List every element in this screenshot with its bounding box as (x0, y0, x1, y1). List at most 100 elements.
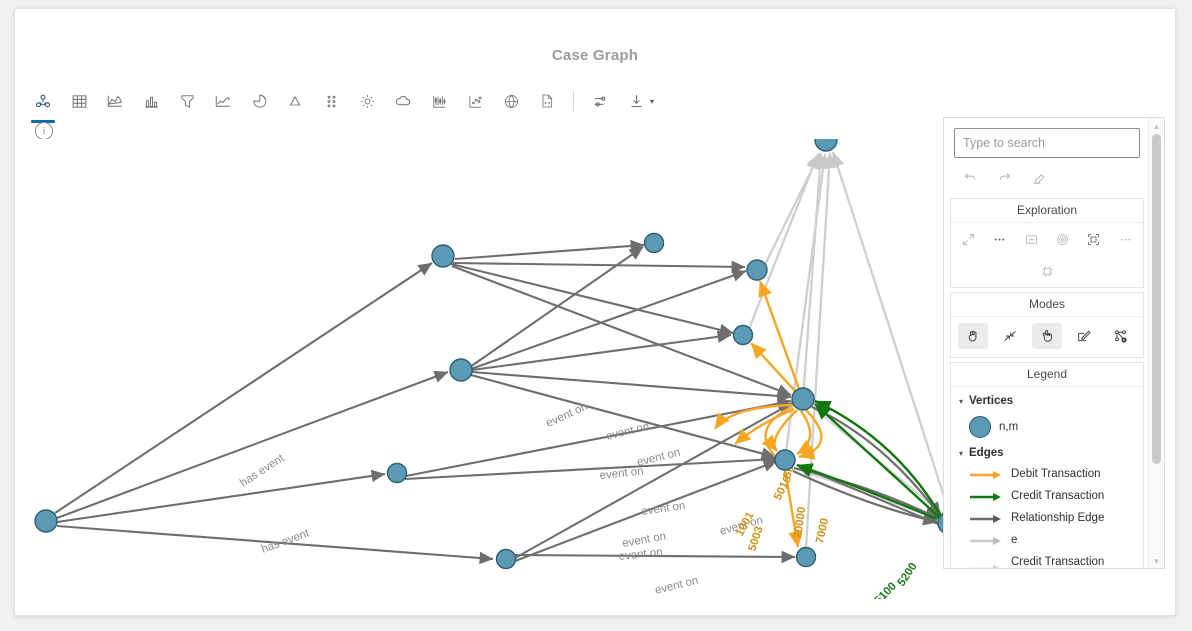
edge-group-credit (796, 399, 943, 521)
graph-node[interactable] (34, 509, 58, 533)
edge-label: event on (641, 500, 686, 518)
legend-item-credit-transaction[interactable]: Credit Transaction (951, 485, 1143, 507)
toolbar-table-view[interactable] (61, 84, 97, 118)
edge-group-event-on (404, 239, 796, 564)
graph-node[interactable] (643, 232, 665, 254)
toolbar-sun-view[interactable] (349, 84, 385, 118)
scroll-up-arrow-icon[interactable]: ▲ (1152, 122, 1161, 131)
eraser-button[interactable] (1026, 166, 1050, 188)
graph-canvas[interactable]: has event has event has event has event … (15, 139, 950, 599)
history-toolbar (944, 164, 1150, 194)
graph-node[interactable] (431, 244, 455, 268)
toolbar-cloud-view[interactable] (385, 84, 421, 118)
arrows-inward-icon[interactable] (995, 323, 1025, 349)
toolbar-funnel-view[interactable] (169, 84, 205, 118)
graph-node[interactable] (814, 139, 838, 152)
undo-button[interactable] (958, 166, 982, 188)
ellipsis-icon[interactable] (986, 227, 1014, 251)
edge-label: event on (599, 465, 644, 482)
side-panel-scrollbar[interactable]: ▲ ▼ (1148, 118, 1164, 568)
edge-color-swatch (969, 534, 1003, 546)
transaction-amount-label-group: 500 5010 1001 5003 20000 7000 500 (734, 458, 831, 553)
legend-item-label: Credit Transaction (Show/Hide) (1011, 556, 1105, 568)
legend-group-label: Edges (969, 447, 1004, 459)
layout-frame-icon[interactable] (1033, 259, 1061, 283)
graph-node[interactable] (795, 546, 817, 568)
legend-item-e-edge[interactable]: e (951, 529, 1143, 551)
pencil-square-icon[interactable] (1069, 323, 1099, 349)
legend-section: Legend ▾ Vertices n,m ▾ Edges (950, 362, 1144, 568)
scrollbar-thumb[interactable] (1152, 134, 1161, 464)
edge-n12-to-n11 (796, 464, 939, 525)
minus-box-icon[interactable] (1017, 227, 1045, 251)
legend-body: ▾ Vertices n,m ▾ Edges (951, 387, 1143, 568)
legend-item-vertex[interactable]: n,m (951, 411, 1143, 443)
toolbar-area-chart-view[interactable] (97, 84, 133, 118)
nested-square-icon[interactable] (1080, 227, 1108, 251)
application-window: Case Graph (14, 8, 1176, 616)
modes-title: Modes (951, 293, 1143, 317)
search-input[interactable] (954, 128, 1140, 158)
edge-color-swatch (969, 468, 1003, 480)
side-panel-content: Exploration (944, 118, 1150, 568)
edge-group-has-event (54, 262, 494, 565)
toolbar-globe-view[interactable] (493, 84, 529, 118)
toolbar-triangle-view[interactable] (277, 84, 313, 118)
legend-item-debit-transaction[interactable]: Debit Transaction (951, 463, 1143, 485)
modes-section: Modes (950, 292, 1144, 358)
legend-item-label: n,m (999, 421, 1019, 433)
graph-node[interactable] (746, 259, 768, 281)
toolbar-dots-grid-view[interactable] (313, 84, 349, 118)
info-icon[interactable]: i (35, 122, 53, 140)
expand-diagonal-icon[interactable] (955, 227, 983, 251)
legend-item-credit-transaction-showhide[interactable]: Credit Transaction (Show/Hide) (951, 551, 1143, 568)
legend-item-label: Debit Transaction (1011, 468, 1101, 480)
graph-node[interactable] (495, 548, 517, 570)
toolbar-graph-view[interactable] (25, 84, 61, 123)
edge-label: event on (654, 575, 700, 597)
redo-button[interactable] (992, 166, 1016, 188)
pointer-hand-icon[interactable] (1031, 323, 1062, 349)
amount-label: 5200 (896, 561, 920, 589)
legend-group-vertices[interactable]: ▾ Vertices (951, 391, 1143, 411)
edge-color-swatch (969, 512, 1003, 524)
toolbar-code-document-view[interactable] (529, 84, 565, 118)
toolbar-candlestick-view[interactable] (421, 84, 457, 118)
legend-item-relationship-edge[interactable]: Relationship Edge (951, 507, 1143, 529)
graph-play-icon[interactable] (1106, 323, 1136, 349)
legend-group-edges[interactable]: ▾ Edges (951, 443, 1143, 463)
side-panel: Exploration (943, 117, 1165, 569)
graph-node[interactable] (774, 449, 796, 471)
toolbar-line-chart-view[interactable] (205, 84, 241, 118)
exploration-row-1 (951, 223, 1143, 255)
scroll-down-arrow-icon[interactable]: ▼ (1152, 557, 1161, 566)
graph-node[interactable] (449, 358, 473, 382)
graph-node[interactable] (386, 462, 408, 484)
chevron-down-icon[interactable]: ▾ (959, 448, 964, 458)
toolbar-settings-button[interactable] (582, 84, 618, 118)
download-caret-icon[interactable]: ▾ (650, 96, 655, 106)
modes-row (951, 317, 1143, 357)
graph-node[interactable] (791, 387, 815, 411)
graph-node-group[interactable] (34, 139, 950, 570)
target-rings-icon[interactable] (1049, 227, 1077, 251)
graph-node[interactable] (732, 324, 754, 346)
toolbar-pie-chart-view[interactable] (241, 84, 277, 118)
hand-grab-icon[interactable] (958, 323, 989, 349)
edge-group-has-account (792, 405, 942, 526)
overflow-ellipsis-icon[interactable] (1111, 227, 1139, 251)
chevron-down-icon[interactable]: ▾ (959, 396, 964, 406)
toolbar-scatter-view[interactable] (457, 84, 493, 118)
toolbar-download-button[interactable] (618, 84, 654, 118)
graph-svg[interactable]: has event has event has event has event … (15, 139, 950, 599)
amount-label: 5100 (873, 580, 899, 599)
credit-amount-label-group: 5200 5100 5000 (873, 561, 920, 599)
edge-label: event on (618, 546, 663, 563)
exploration-row-2 (951, 255, 1143, 287)
toolbar-bar-chart-view[interactable] (133, 84, 169, 118)
edge-color-swatch (969, 562, 1003, 568)
legend-title: Legend (951, 363, 1143, 387)
amount-label: 7000 (814, 517, 831, 545)
chart-type-toolbar: ▾ (25, 79, 665, 123)
edge-label: has event (238, 452, 287, 490)
